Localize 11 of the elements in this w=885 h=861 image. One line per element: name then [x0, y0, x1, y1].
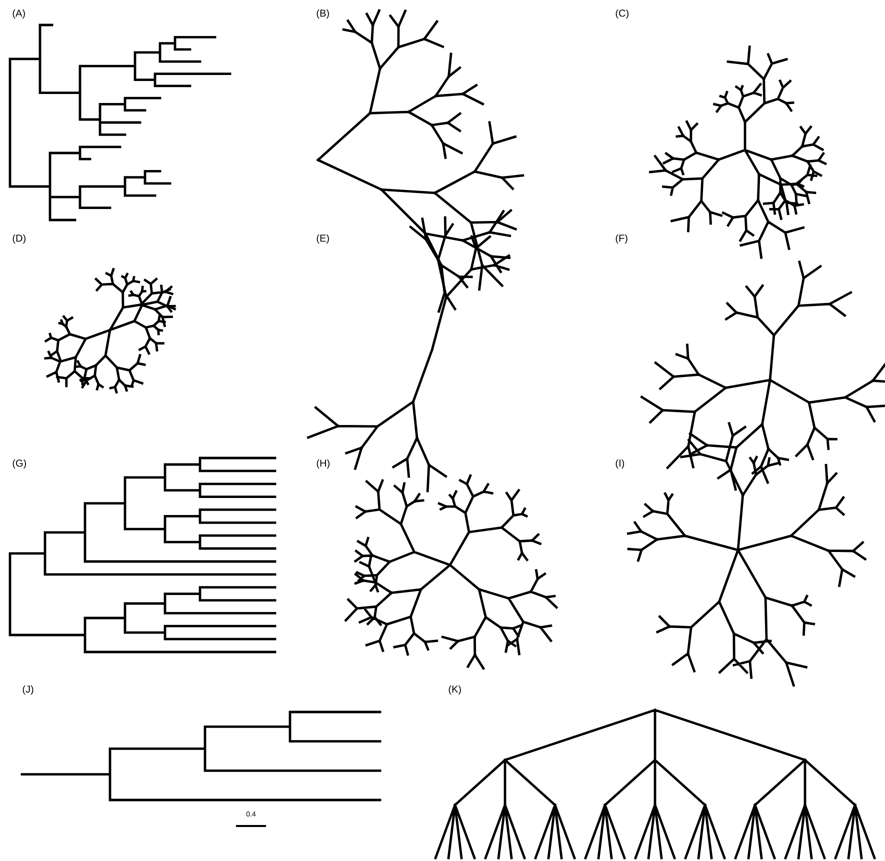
panel-label: (I) — [616, 459, 624, 469]
panel-label: (D) — [12, 234, 26, 244]
panel-label: (K) — [448, 685, 461, 695]
panel-label: (F) — [616, 234, 628, 244]
panel-label: (C) — [616, 9, 628, 19]
panel-label: (J) — [22, 685, 34, 695]
panel-label: (G) — [12, 459, 26, 469]
panel-label: (H) — [316, 459, 330, 469]
panel-label: (A) — [12, 9, 25, 19]
panel-label: (E) — [316, 234, 329, 244]
panel-label: (B) — [316, 9, 329, 19]
